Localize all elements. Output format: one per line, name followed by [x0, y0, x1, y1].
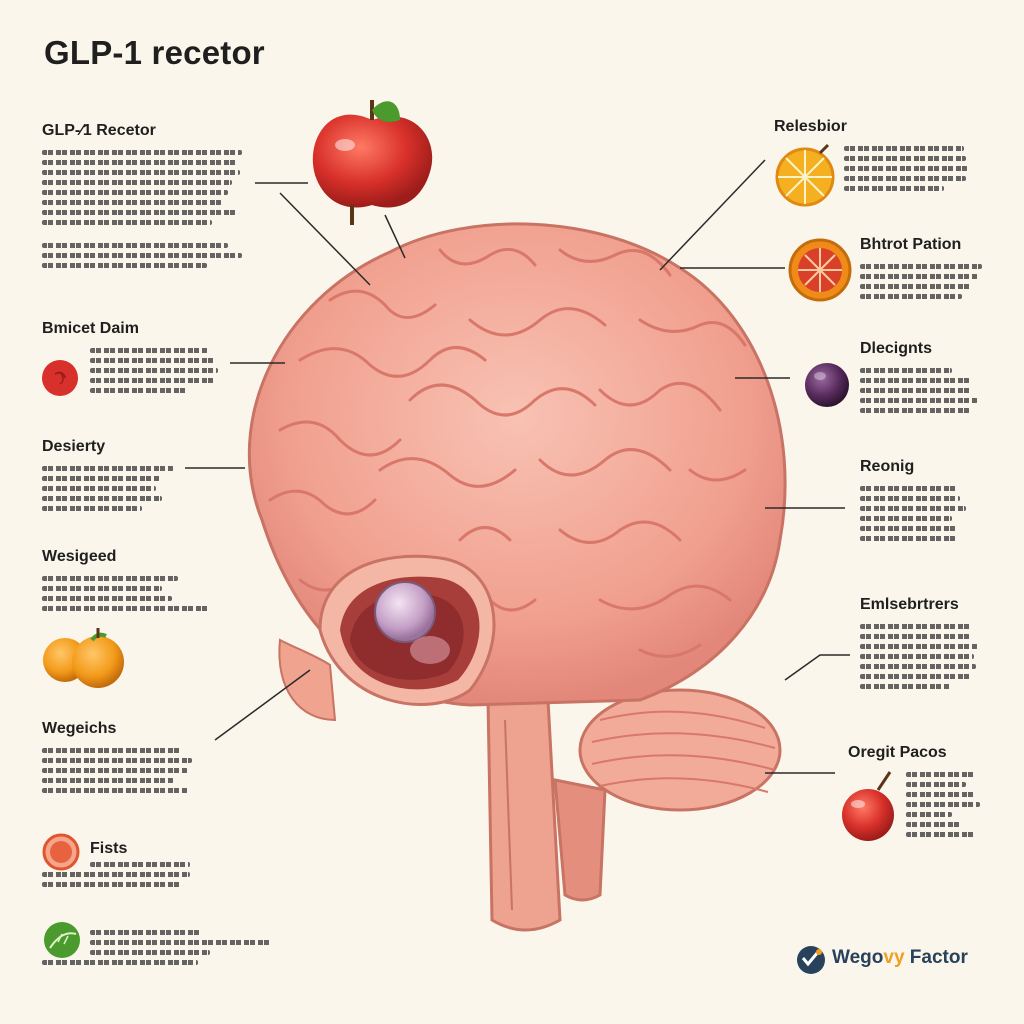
text-placeholder [860, 624, 1000, 689]
label-heading: Wegeichs [42, 720, 117, 737]
leaf-description [42, 930, 282, 965]
brain-folds [268, 247, 747, 658]
cherry-icon [842, 771, 894, 841]
label-heading: Fists [90, 840, 128, 857]
label-block-fists: Fists [90, 840, 210, 868]
orange-slice-icon [775, 143, 835, 207]
brand-logo-spacer [796, 944, 824, 972]
leader-lines [185, 159, 850, 774]
label-heading: Desierty [42, 438, 106, 455]
cerebellum [578, 688, 782, 812]
text-placeholder [42, 243, 252, 268]
text-placeholder [860, 486, 1000, 541]
pons [278, 638, 337, 722]
label-block-bmicet-daim: Bmicet Daim [42, 320, 232, 393]
brain-stem [486, 698, 607, 932]
text-placeholder [42, 576, 242, 611]
tomato-icon [42, 360, 78, 396]
label-heading: Bhtrot Pation [860, 236, 962, 253]
brand-name-part3: Factor [904, 947, 968, 968]
text-placeholder [42, 150, 252, 225]
page-title: GLP-1 recetor [44, 34, 265, 71]
label-block-reonig: Reonig [860, 458, 1000, 541]
brand-name-part1: Wego [832, 947, 884, 968]
label-heading: Reonig [860, 458, 915, 475]
text-placeholder [90, 348, 232, 393]
brand-mark: Wegovy Factor [796, 944, 968, 972]
brand-logo-icon [797, 946, 825, 974]
text-placeholder [860, 264, 1000, 299]
label-block-wesigeed: Wesigeed [42, 548, 242, 611]
text-placeholder [42, 748, 232, 793]
text-placeholder [42, 930, 282, 965]
label-heading: Bmicet Daim [42, 320, 139, 337]
label-block-oregit-pacos: Oregit Pacos [848, 744, 1008, 837]
label-heading: Wesigeed [42, 548, 117, 565]
fists-description [42, 862, 202, 887]
text-placeholder [906, 772, 1008, 837]
apple-icon [312, 100, 433, 225]
label-block-desierty: Desierty [42, 438, 232, 511]
label-heading: Emlsebrtrers [860, 596, 959, 613]
leaf-icon [44, 922, 80, 958]
label-block-dlecignts: Dlecignts [860, 340, 1000, 413]
label-block-wegeichs: Wegeichs [42, 720, 232, 793]
grapefruit-slice-icon [42, 833, 80, 871]
persimmon-icon [43, 628, 124, 688]
label-block-glp1-recetor: GLP-⁄1 Recetor [42, 122, 252, 268]
text-placeholder [844, 146, 974, 191]
label-heading: GLP-⁄1 Recetor [42, 122, 156, 139]
label-heading: Relesbior [774, 118, 847, 135]
label-block-relesbior: Relesbior [774, 118, 974, 191]
inner-chamber [318, 554, 496, 706]
plum-icon [805, 363, 849, 407]
text-placeholder [42, 466, 232, 511]
text-placeholder [42, 862, 202, 887]
brand-name-accent: vy [883, 947, 905, 968]
grapefruit-slice-icon [788, 238, 852, 302]
brand-name: Wegovy Factor [832, 947, 968, 969]
label-heading: Dlecignts [860, 340, 933, 357]
label-heading: Oregit Pacos [848, 744, 947, 761]
label-block-bhtrot-pation: Bhtrot Pation [860, 236, 1000, 299]
text-placeholder [860, 368, 1000, 413]
label-block-emlsebrtrers: Emlsebrtrers [860, 596, 1000, 689]
